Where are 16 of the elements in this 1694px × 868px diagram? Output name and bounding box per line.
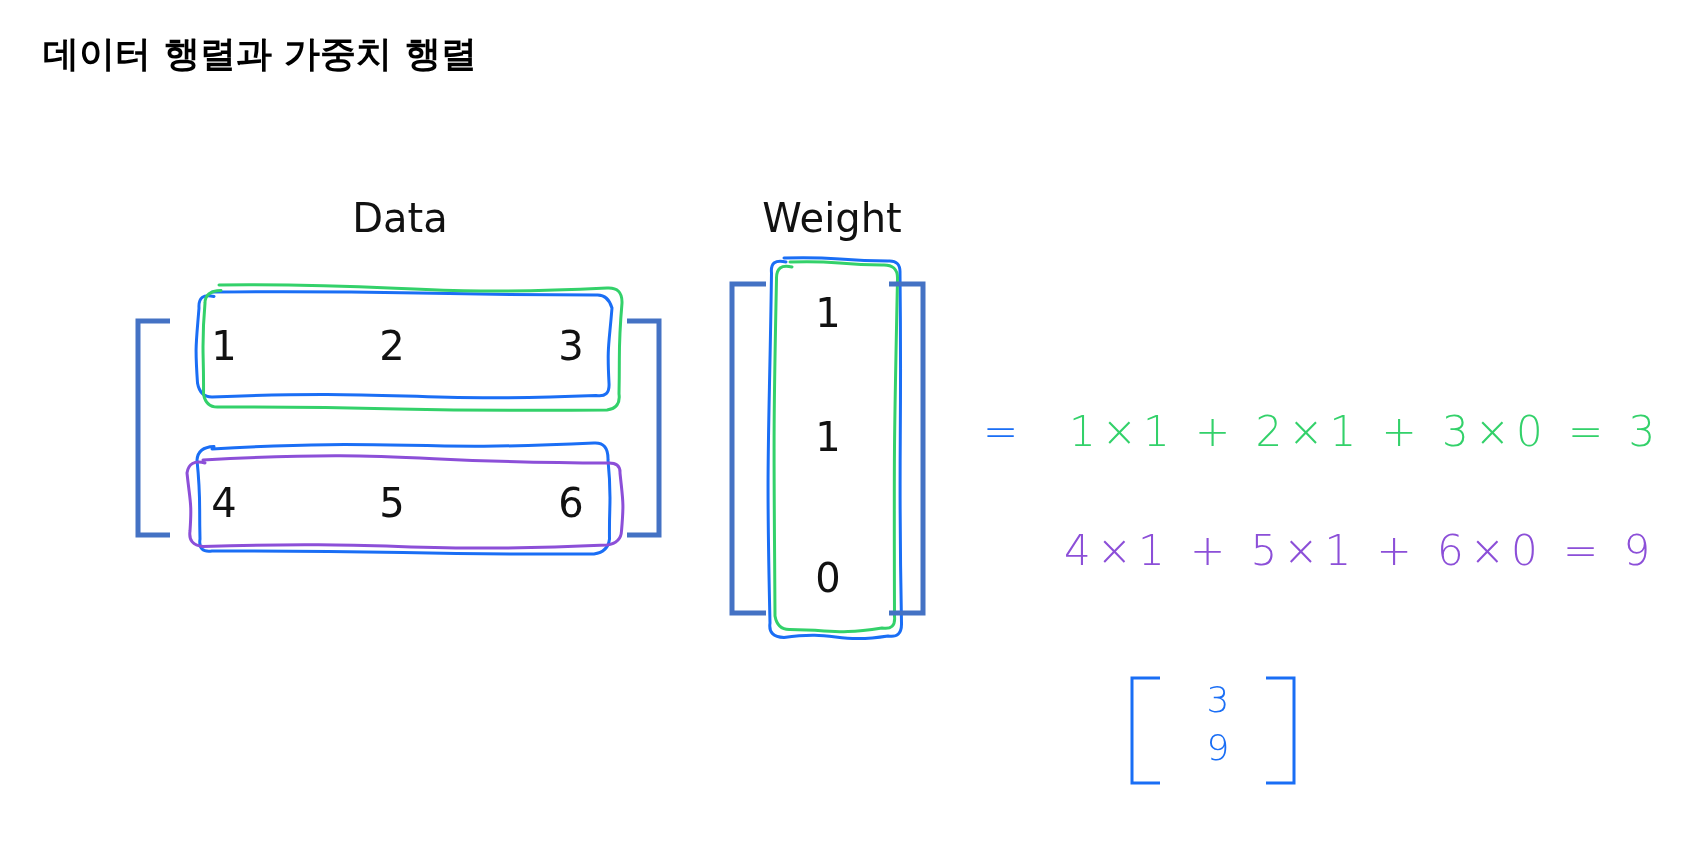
matrix-entry: 0 xyxy=(815,558,841,598)
matrix-entry: 3 xyxy=(1206,682,1230,718)
matrix-entry: 1 xyxy=(211,326,237,366)
matrix-entry: 1 xyxy=(815,417,841,457)
title: 데이터 행렬과 가중치 행렬 xyxy=(43,32,477,76)
matrix-entry: 6 xyxy=(558,483,584,523)
equation: 4×1 + 5×1 + 6×0 = 9 xyxy=(1064,530,1657,572)
matrix-entry: 4 xyxy=(211,483,237,523)
matrix-label: Data xyxy=(352,198,448,238)
equation: 1×1 + 2×1 + 3×0 = 3 xyxy=(1069,411,1662,453)
matrix-entry: 3 xyxy=(558,326,584,366)
matrix-entry: 1 xyxy=(815,293,841,333)
matrix-entry: 2 xyxy=(379,326,405,366)
matrix-entry: 5 xyxy=(379,483,405,523)
matrix-entry: 9 xyxy=(1206,730,1230,766)
equals-sign: = xyxy=(983,411,1025,453)
